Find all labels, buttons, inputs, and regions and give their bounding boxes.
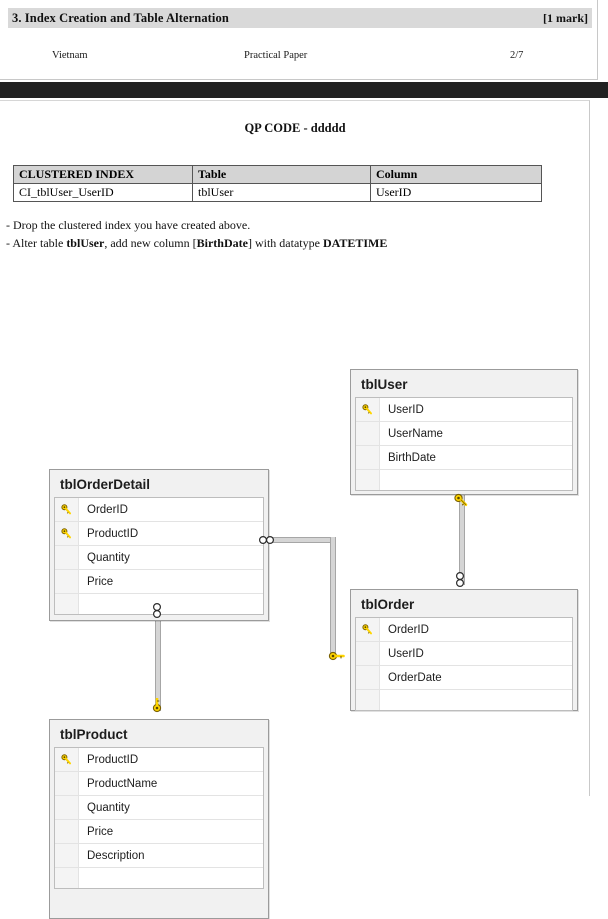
section-title: 3. Index Creation and Table Alternation bbox=[12, 10, 229, 25]
field-row-empty[interactable] bbox=[55, 868, 263, 888]
table-header-row: CLUSTERED INDEX Table Column bbox=[13, 165, 542, 184]
field-gutter bbox=[55, 844, 79, 867]
cell-index-name: CI_tblUser_UserID bbox=[13, 183, 193, 202]
field-row[interactable]: Price bbox=[55, 570, 263, 594]
field-gutter bbox=[356, 446, 380, 469]
footer-paper-type: Practical Paper bbox=[244, 50, 308, 61]
entity-grid-tbluser: UserID UserName BirthDate bbox=[355, 397, 573, 491]
field-row[interactable]: OrderID bbox=[356, 618, 572, 642]
field-row-empty[interactable] bbox=[55, 594, 263, 614]
field-gutter bbox=[55, 796, 79, 819]
column-header-clustered-index: CLUSTERED INDEX bbox=[13, 165, 193, 184]
relationship-line-orderdetail-order-v bbox=[330, 537, 336, 657]
field-name: OrderID bbox=[87, 503, 128, 516]
field-name: Price bbox=[87, 825, 114, 838]
field-name: OrderID bbox=[388, 623, 429, 636]
column-header-column: Column bbox=[370, 165, 542, 184]
key-icon bbox=[55, 522, 79, 545]
field-name: BirthDate bbox=[388, 451, 436, 464]
infinity-icon-user-order bbox=[452, 571, 468, 594]
section-heading-bar: 3. Index Creation and Table Alternation … bbox=[8, 8, 592, 28]
field-name: OrderDate bbox=[388, 671, 442, 684]
page-separator-band bbox=[0, 82, 608, 98]
field-row-empty[interactable] bbox=[356, 470, 572, 490]
field-name: UserID bbox=[388, 403, 424, 416]
relationship-line-orderdetail-product bbox=[155, 599, 161, 711]
key-icon-orderdetail-order bbox=[328, 649, 346, 668]
entity-grid-tblorderdetail: OrderID ProductID Quantit bbox=[54, 497, 264, 615]
exam-page-top: 3. Index Creation and Table Alternation … bbox=[0, 0, 598, 80]
key-icon-user-order bbox=[453, 493, 469, 514]
field-row[interactable]: UserID bbox=[356, 398, 572, 422]
key-icon-orderdetail-product bbox=[149, 697, 165, 719]
field-name: Quantity bbox=[87, 551, 130, 564]
field-gutter bbox=[55, 868, 79, 888]
field-row[interactable]: BirthDate bbox=[356, 446, 572, 470]
field-gutter bbox=[356, 690, 380, 710]
key-icon bbox=[55, 498, 79, 521]
instruction-drop-index: - Drop the clustered index you have crea… bbox=[6, 218, 251, 232]
field-row[interactable]: Quantity bbox=[55, 796, 263, 820]
instruction-alter-table: - Alter table tblUser, add new column [B… bbox=[6, 236, 388, 250]
er-diagram-canvas: tblUser UserID UserName bbox=[0, 261, 590, 919]
field-row[interactable]: ProductName bbox=[55, 772, 263, 796]
field-row[interactable]: OrderID bbox=[55, 498, 263, 522]
field-gutter bbox=[55, 772, 79, 795]
field-gutter bbox=[356, 470, 380, 490]
field-gutter bbox=[55, 546, 79, 569]
field-name: Price bbox=[87, 575, 114, 588]
field-row[interactable]: OrderDate bbox=[356, 666, 572, 690]
field-name: Description bbox=[87, 849, 145, 862]
field-name: ProductName bbox=[87, 777, 158, 790]
cell-column-name: UserID bbox=[370, 183, 542, 202]
field-name: ProductID bbox=[87, 753, 139, 766]
relationship-line-user-order bbox=[459, 489, 465, 585]
field-gutter bbox=[356, 666, 380, 689]
entity-title-tblorder: tblOrder bbox=[361, 597, 415, 612]
entity-tblorderdetail[interactable]: tblOrderDetail OrderID bbox=[49, 469, 269, 621]
entity-tblorder[interactable]: tblOrder OrderID UserID bbox=[350, 589, 578, 711]
answer-page: QP CODE - ddddd CLUSTERED INDEX Table Co… bbox=[0, 100, 590, 919]
infinity-icon-orderdetail-order bbox=[258, 532, 278, 553]
key-icon bbox=[356, 618, 380, 641]
cell-table-name: tblUser bbox=[192, 183, 371, 202]
entity-tbluser[interactable]: tblUser UserID UserName bbox=[350, 369, 578, 495]
key-icon bbox=[356, 398, 380, 421]
page-footer: Vietnam Practical Paper 2/7 bbox=[0, 50, 598, 72]
field-gutter bbox=[356, 642, 380, 665]
footer-country: Vietnam bbox=[52, 50, 88, 61]
entity-tblproduct[interactable]: tblProduct ProductID Produc bbox=[49, 719, 269, 919]
field-row[interactable]: ProductID bbox=[55, 748, 263, 772]
field-row[interactable]: UserName bbox=[356, 422, 572, 446]
clustered-index-table: CLUSTERED INDEX Table Column CI_tblUser_… bbox=[13, 165, 542, 202]
field-row-empty[interactable] bbox=[356, 690, 572, 710]
relationship-line-orderdetail-order-h bbox=[268, 537, 336, 543]
entity-title-tbluser: tblUser bbox=[361, 377, 408, 392]
table-row: CI_tblUser_UserID tblUser UserID bbox=[13, 183, 542, 202]
entity-grid-tblproduct: ProductID ProductName Quantity Price Des… bbox=[54, 747, 264, 889]
entity-title-tblorderdetail: tblOrderDetail bbox=[60, 477, 151, 492]
field-name: Quantity bbox=[87, 801, 130, 814]
section-marks-badge: [1 mark] bbox=[543, 10, 588, 25]
field-gutter bbox=[356, 422, 380, 445]
field-name: ProductID bbox=[87, 527, 139, 540]
field-row[interactable]: ProductID bbox=[55, 522, 263, 546]
field-gutter bbox=[55, 570, 79, 593]
entity-grid-tblorder: OrderID UserID OrderDate bbox=[355, 617, 573, 711]
field-name: UserID bbox=[388, 647, 424, 660]
field-row[interactable]: Quantity bbox=[55, 546, 263, 570]
field-row[interactable]: Description bbox=[55, 844, 263, 868]
field-row[interactable]: Price bbox=[55, 820, 263, 844]
column-header-table: Table bbox=[192, 165, 371, 184]
field-gutter bbox=[55, 594, 79, 614]
entity-title-tblproduct: tblProduct bbox=[60, 727, 128, 742]
qp-code-title: QP CODE - ddddd bbox=[244, 121, 346, 135]
infinity-icon-orderdetail-product bbox=[149, 602, 165, 625]
field-gutter bbox=[55, 820, 79, 843]
field-name: UserName bbox=[388, 427, 443, 440]
footer-page-number: 2/7 bbox=[510, 50, 524, 61]
key-icon bbox=[55, 748, 79, 771]
field-row[interactable]: UserID bbox=[356, 642, 572, 666]
